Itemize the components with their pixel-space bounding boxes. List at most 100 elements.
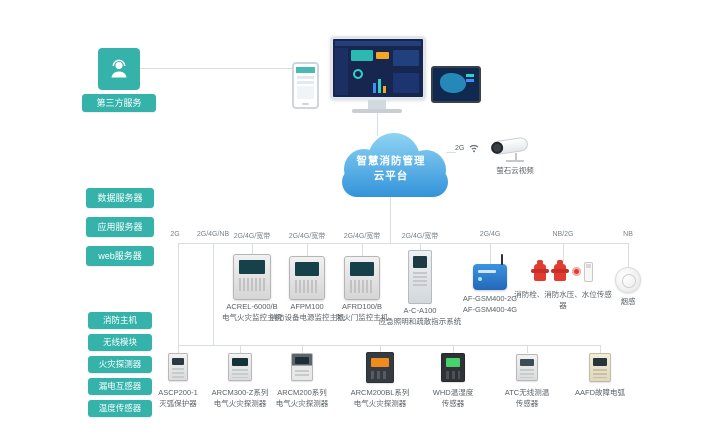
dashboard-widget [376,52,389,59]
drop-aca100 [420,243,421,251]
device-arcm200 [291,353,313,381]
tablet-widget [466,74,474,77]
smoke-detector-icon [615,267,641,293]
device-label-ascp200: ASCP200-1 灭弧保护器 [158,388,198,408]
camera-stand [515,153,517,161]
monitor-base [352,109,402,113]
device-label-aca100: A-C-A100 应急照明和疏散指示系统 [378,306,462,326]
dashboard-bar [383,86,386,93]
drop-afrd100 [362,243,363,256]
tablet [431,66,481,103]
device-afgsm400-gateway [473,264,507,290]
line-cloud-camera [446,152,456,153]
smartphone [292,62,319,109]
drop-hydrant [563,243,564,262]
network-label: 2G [170,231,180,238]
phone-screen-line [297,81,314,84]
drop-arcm200bl [380,345,381,353]
line-monitor-cloud [377,113,378,136]
dashboard-bar [378,79,381,93]
device-label-aafd: AAFD故障电弧 [574,388,626,397]
dashboard-panel [393,73,419,93]
device-label-afgsm400: AF-GSM400-2G AF-GSM400-4G [462,294,518,314]
fire-hydrant-icon [531,260,549,281]
device-acrel6000-host [233,254,271,300]
desktop-monitor [330,36,426,100]
line-cloud-bus [390,197,391,243]
device-aca100-cabinet [408,250,432,304]
drop-acrel6000 [252,243,253,254]
device-terminals [520,369,534,378]
line-thirdparty-devices [140,68,293,69]
camera-base [506,160,524,162]
drop-aafd [600,345,601,353]
third-party-icon-box [98,48,140,90]
category-fire-detector: 火灾探测器 [88,356,152,373]
drop-atc [527,345,528,353]
tablet-map-blob [440,73,466,93]
device-screen [232,358,248,366]
device-keypad [239,278,265,291]
device-terminals [232,369,248,378]
drop-whd [453,345,454,353]
drop-arcm300 [240,345,241,353]
gateway-label-strip [478,270,496,273]
device-screen [446,358,460,367]
cloud-title-line2: 云平台 [373,169,409,182]
category-temperature-sensor: 温度传感器 [88,400,152,417]
dashboard-widget [351,50,373,61]
category-fire-host: 消防主机 [88,312,152,329]
drop-afpm100 [307,243,308,256]
phone-screen-panel [297,86,314,99]
device-screen [295,357,309,364]
cloud-title-line1: 智慧消防管理 [356,155,426,167]
device-screen [371,358,389,367]
dashboard-ring [353,69,363,79]
device-label-arcm300z: ARCM300-Z系列 电气火灾探测器 [211,388,269,408]
device-label-afpm100: AFPM100 消防设备电源监控主机 [269,302,345,322]
water-level-sensor-icon [584,262,593,282]
phone-home-bar [302,103,309,105]
device-terminals [295,370,309,378]
phone-screen-line [297,76,314,79]
device-arcm300z [228,353,252,381]
category-wireless-module: 无线模块 [88,334,152,351]
drop-col-2g4gnb [213,243,214,345]
device-label-smoke: 烟感 [620,297,636,306]
server-label-web: web服务器 [86,246,154,266]
network-label: 2G/4G/宽带 [343,233,381,240]
network-label: 2G/4G/宽带 [288,233,326,240]
ip-camera [490,136,529,156]
camera-label: 萤石云视频 [496,166,534,175]
cloud-title: 智慧消防管理 云平台 [314,154,468,183]
network-label: 2G/4G [479,231,501,238]
device-label-arcm200bl: ARCM200BL系列 电气火灾探测器 [350,388,410,408]
bus-bottom [178,345,601,346]
device-label-acrel6000: ACREL-6000/B 电气火灾监控主机 [222,302,282,322]
device-label-whd: WHD温湿度 传感器 [432,388,474,408]
drop-arcm200 [302,345,303,353]
drop-col-2g [178,243,179,353]
device-arcm200bl [366,352,394,383]
device-label-atc: ATC无线测温 传感器 [504,388,550,408]
device-keypad [413,272,427,288]
device-screen [172,358,184,365]
dashboard-sidebar [335,48,348,95]
tablet-widget [466,79,474,82]
network-label: 2G/4G/NB [196,231,230,238]
network-label: NB [623,231,633,238]
fire-hydrant-icon [551,260,569,281]
camera-network-label: 2G [455,145,465,152]
network-label: 2G/4G/宽带 [233,233,271,240]
device-afrd100-host [344,256,380,300]
device-keypad [295,280,319,293]
dashboard-map [393,50,419,66]
operator-person-icon [111,59,127,78]
device-screen [350,262,374,276]
gateway-led [478,277,482,281]
water-pressure-gauge-icon [572,267,581,276]
device-screen [295,262,319,276]
device-terminals [371,371,389,379]
gateway-antenna [501,254,503,265]
server-label-app: 应用服务器 [86,217,154,237]
